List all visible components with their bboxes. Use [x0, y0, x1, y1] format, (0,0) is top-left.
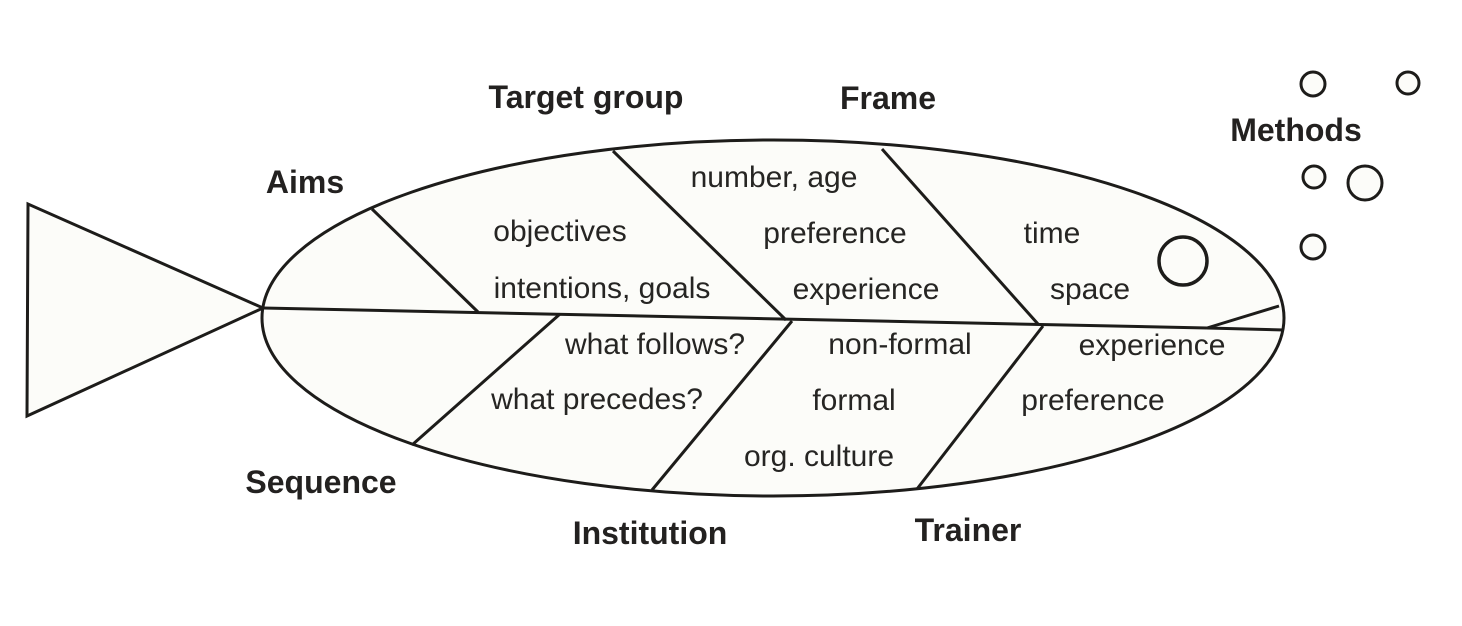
bubble-2	[1395, 70, 1421, 96]
fish-tail	[25, 201, 267, 419]
bone-frame-line	[880, 148, 1040, 325]
fish-mouth-upper-line	[1206, 304, 1280, 330]
bubble-1	[1299, 70, 1327, 98]
item-institution-org-culture: org. culture	[743, 440, 895, 473]
fish-mouth-lower-line	[1206, 326, 1285, 332]
item-target-experience: experience	[792, 273, 940, 306]
item-sequence-what-precedes: what precedes?	[491, 383, 703, 416]
branch-label-aims: Aims	[265, 164, 345, 200]
branch-label-trainer: Trainer	[914, 512, 1022, 548]
bone-institution-line	[650, 320, 794, 491]
bubble-5	[1299, 233, 1327, 261]
item-frame-time: time	[1023, 217, 1081, 250]
item-institution-non-formal: non-formal	[828, 328, 972, 361]
branch-label-institution: Institution	[572, 515, 728, 551]
item-aims-intentions-goals: intentions, goals	[493, 272, 711, 305]
item-target-number-age: number, age	[690, 161, 858, 194]
bone-target-group-line	[611, 149, 788, 322]
item-trainer-preference: preference	[1021, 384, 1165, 417]
item-institution-formal: formal	[812, 384, 896, 417]
item-trainer-experience: experience	[1078, 329, 1226, 362]
bubble-3	[1301, 164, 1327, 190]
bubble-4	[1346, 164, 1384, 202]
item-frame-space: space	[1049, 273, 1131, 306]
branch-label-sequence: Sequence	[245, 464, 397, 500]
branch-label-frame: Frame	[839, 80, 937, 116]
branch-label-methods: Methods	[1230, 112, 1362, 148]
branch-label-target-group: Target group	[488, 79, 684, 115]
fish-eye	[1157, 235, 1209, 287]
bone-sequence-line	[411, 312, 561, 447]
fish-spine-line	[262, 306, 1208, 330]
item-target-preference: preference	[763, 217, 907, 250]
item-sequence-what-follows: what follows?	[564, 328, 746, 361]
bone-trainer-line	[915, 325, 1045, 490]
item-aims-objectives: objectives	[493, 215, 627, 248]
bone-aims-line	[370, 207, 480, 314]
